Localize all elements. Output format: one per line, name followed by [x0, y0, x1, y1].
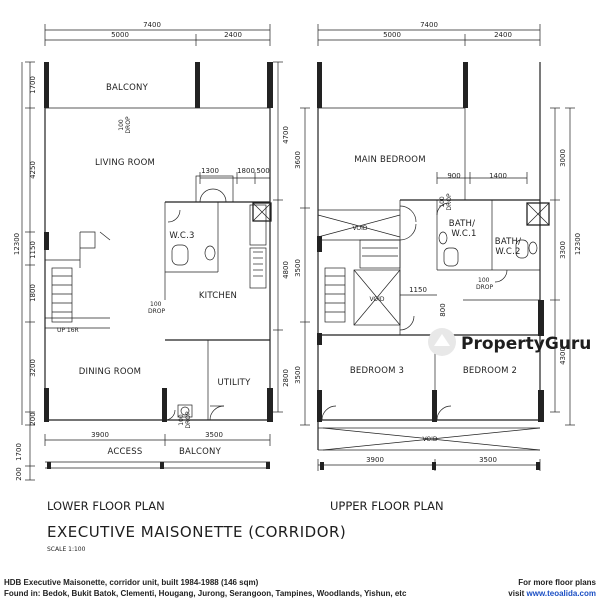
room-bath1-wc: W.C.1	[451, 229, 476, 239]
upper-dim-overall: 7400	[420, 21, 438, 29]
plan-title: EXECUTIVE MAISONETTE (CORRIDOR)	[47, 523, 346, 541]
svg-text:PropertyGuru: PropertyGuru	[461, 334, 591, 354]
floor-plan-drawing: PropertyGuru 7400 5000 2400 1700 4250 12…	[13, 21, 591, 553]
upper-drop-b-label: DROP	[476, 284, 494, 291]
upper-drop-a-value: 100	[439, 196, 446, 208]
lower-dim-left-3: 1150	[29, 241, 37, 259]
lower-dim-left-8: 200	[15, 467, 23, 480]
upper-dim-inner-d: 800	[439, 303, 447, 316]
lower-dim-bottom-b: 3500	[205, 431, 223, 439]
lower-dim-inner-a: 1300	[201, 167, 219, 175]
lower-dim-right-2: 4800	[282, 261, 290, 279]
lower-drop-top-value: 100	[118, 119, 125, 131]
lower-dim-right-1: 4700	[282, 126, 290, 144]
lower-drop-mid-label: DROP	[148, 308, 166, 315]
upper-dim-bottom-b: 3500	[479, 456, 497, 464]
lower-drop-top-label: DROP	[125, 116, 132, 134]
room-dining: DINING ROOM	[79, 367, 141, 377]
room-balcony-top: BALCONY	[106, 83, 149, 93]
footer-line-2: Found in: Bedok, Bukit Batok, Clementi, …	[4, 589, 407, 598]
footer: HDB Executive Maisonette, corridor unit,…	[0, 575, 600, 600]
upper-dim-inner-a: 900	[447, 172, 460, 180]
void-bottom: VOID	[422, 436, 437, 443]
stair-up-label: UP 16R	[57, 327, 79, 334]
lower-dim-left-7: 1700	[15, 443, 23, 461]
room-utility: UTILITY	[218, 378, 252, 388]
lower-dim-bottom-a: 3900	[91, 431, 109, 439]
footer-website-link[interactable]: www.teoalida.com	[526, 589, 597, 598]
room-bath1: BATH/	[449, 219, 475, 229]
room-bedroom-2: BEDROOM 2	[463, 366, 517, 376]
lower-drop-mid-value: 100	[150, 301, 162, 308]
room-access: ACCESS	[108, 447, 143, 457]
upper-dim-right-2: 3300	[559, 241, 567, 259]
upper-drop-a-label: DROP	[446, 193, 453, 211]
lower-dim-a: 5000	[111, 31, 129, 39]
room-bath2: BATH/	[495, 237, 521, 247]
room-wc3: W.C.3	[169, 231, 194, 241]
footer-right-line-1: For more floor plans	[518, 578, 596, 587]
lower-dim-left-total: 12300	[13, 233, 21, 255]
room-bath2-wc: W.C.2	[495, 247, 520, 257]
upper-dim-left-3: 3500	[294, 366, 302, 384]
footer-visit-text: visit	[508, 589, 527, 598]
upper-dim-b: 2400	[494, 31, 512, 39]
lower-dim-inner-b: 1800	[237, 167, 255, 175]
lower-dim-right-3: 2800	[282, 369, 290, 387]
upper-dim-inner-c: 1150	[409, 286, 427, 294]
lower-dim-left-1: 1700	[29, 76, 37, 94]
void-stair-top: VOID	[352, 225, 367, 232]
lower-floor-caption: LOWER FLOOR PLAN	[47, 499, 165, 513]
lower-dim-b: 2400	[224, 31, 242, 39]
watermark: PropertyGuru	[428, 328, 591, 356]
lower-dim-left-6: 200	[29, 412, 37, 425]
lower-dim-inner-c: 500	[256, 167, 269, 175]
upper-dim-inner-b: 1400	[489, 172, 507, 180]
footer-left: HDB Executive Maisonette, corridor unit,…	[4, 577, 406, 599]
room-bedroom-3: BEDROOM 3	[350, 366, 404, 376]
upper-dim-bottom-a: 3900	[366, 456, 384, 464]
upper-dim-right-3: 4300	[559, 347, 567, 365]
lower-drop-bottom-value: 100	[178, 414, 185, 426]
upper-dim-right-total: 12300	[574, 233, 582, 255]
lower-dim-left-5: 3200	[29, 359, 37, 377]
upper-drop-b-value: 100	[478, 277, 490, 284]
lower-dim-left-4: 1800	[29, 284, 37, 302]
upper-dim-left-1: 3600	[294, 151, 302, 169]
room-kitchen: KITCHEN	[199, 291, 237, 301]
upper-dim-right-1: 3000	[559, 149, 567, 167]
plan-scale: SCALE 1:100	[47, 546, 86, 553]
lower-drop-bottom-label: DROP	[185, 411, 192, 429]
room-living: LIVING ROOM	[95, 158, 155, 168]
room-balcony-bottom: BALCONY	[179, 447, 222, 457]
room-main-bedroom: MAIN BEDROOM	[354, 155, 425, 165]
lower-dim-left-2: 4250	[29, 161, 37, 179]
lower-dim-overall: 7400	[143, 21, 161, 29]
upper-dim-left-2: 3500	[294, 259, 302, 277]
upper-floor-caption: UPPER FLOOR PLAN	[330, 499, 444, 513]
footer-line-1: HDB Executive Maisonette, corridor unit,…	[4, 578, 259, 587]
footer-right-line-2: visit www.teoalida.com	[508, 588, 596, 599]
upper-dim-a: 5000	[383, 31, 401, 39]
void-stair-well: VOID	[369, 296, 384, 303]
footer-right: For more floor plans visit www.teoalida.…	[508, 577, 596, 599]
